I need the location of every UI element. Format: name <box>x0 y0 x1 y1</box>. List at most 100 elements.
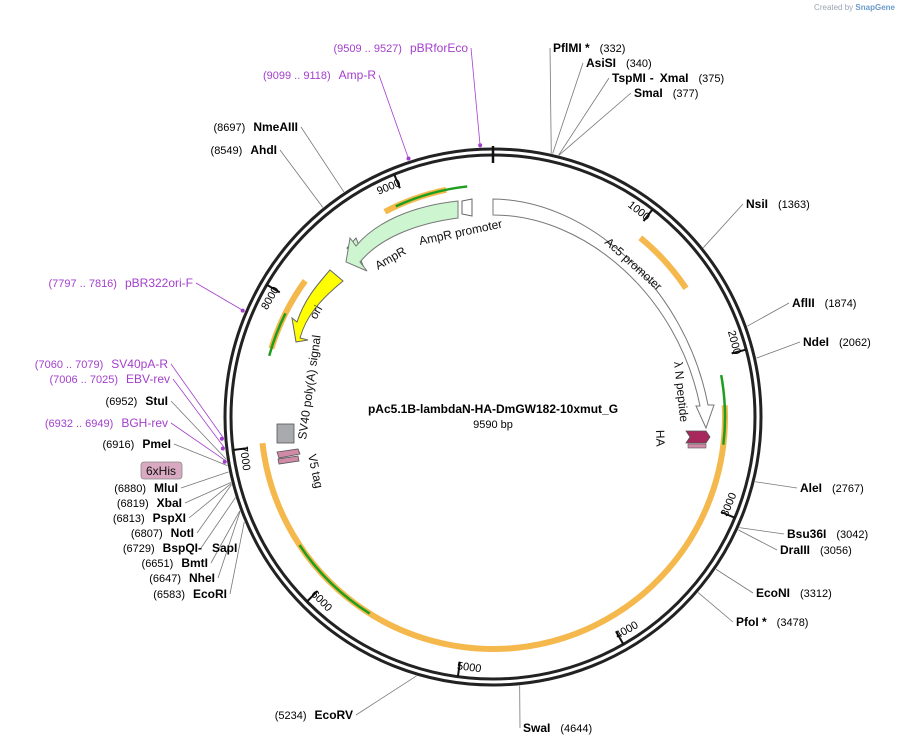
leader-nmeaiii <box>300 126 345 193</box>
enzyme-mlui: MluI(6880) <box>114 481 178 495</box>
enzyme-name-xbai: XbaI <box>157 496 182 510</box>
enzyme-name-nsii: NsiI <box>746 197 768 211</box>
primer-site-bghrev <box>222 459 227 464</box>
enzyme-ecorv: EcoRV(5234) <box>275 708 353 722</box>
enzyme-name-stui: StuI <box>145 394 168 408</box>
enzyme-name-ahdi: AhdI <box>250 143 277 157</box>
leader-pmei <box>173 443 228 467</box>
enzyme-smai: SmaI (377) <box>634 86 698 100</box>
leader-ahdi <box>279 149 324 208</box>
orf-inner-3 <box>268 312 287 357</box>
enzyme-bsu36i: Bsu36I(3042) <box>787 527 868 541</box>
enzyme-pos-noti: (6807) <box>131 528 163 540</box>
enzyme-name-noti: NotI <box>171 526 194 540</box>
enzyme-pos-ndei: (2062) <box>839 337 871 349</box>
ac5-promoter-label: Ac5 promoter <box>602 235 665 294</box>
leader-pbr322ori <box>195 282 245 312</box>
site-labels: PflMI *(332)AsiSI(340)TspMI-XmaI(375)Sma… <box>35 41 871 735</box>
ha-tag-small <box>687 443 707 449</box>
ac5-promoter-arrow <box>492 198 715 430</box>
leader-bsu36i <box>739 527 785 535</box>
enzyme-bspqi: BspQI-SapI(6729) <box>123 541 237 555</box>
enzyme-pos-smai: (377) <box>673 88 699 100</box>
enzyme-pspxi: PspXI(6813) <box>113 511 186 525</box>
orf-inner-1 <box>719 374 727 445</box>
leader-noti <box>196 484 232 534</box>
enzyme-name-econi: EcoNI <box>756 586 790 600</box>
enzyme-pos-nsii: (1363) <box>778 199 810 211</box>
enzyme-pflmi: PflMI *(332) <box>553 41 625 55</box>
enzyme-pos-pmei: (6916) <box>103 439 135 451</box>
enzyme-ecori: EcoRI (6583) <box>153 587 227 601</box>
credit-prefix: Created by <box>814 3 854 12</box>
enzyme-pos-tspmi: (375) <box>698 73 724 85</box>
tick-label-8000: 8000 <box>259 285 282 312</box>
leader-bspqi <box>200 497 236 549</box>
v5-tag-arrow <box>276 448 301 459</box>
enzyme-pos-bsu36i: (3042) <box>836 529 868 541</box>
enzyme-name-bspqi: BspQI <box>163 541 198 555</box>
ori-label: ori <box>306 303 325 322</box>
enzyme-name-bmti: BmtI <box>181 556 208 570</box>
leader-ecorv <box>355 675 417 716</box>
primer-name-sv40pa: SV40pA-R <box>111 357 168 371</box>
enzyme-name-pspxi: PspXI <box>153 511 186 525</box>
v5-tag-arrow2 <box>277 455 300 465</box>
primer-pos-ebvrev: (7006 .. 7025) <box>49 374 118 386</box>
tick-mark-1000 <box>642 208 654 222</box>
primer-name-bghrev: BGH-rev <box>121 416 168 430</box>
enzyme-pos-alei: (2767) <box>832 483 864 495</box>
leader-asisi <box>552 62 584 154</box>
snapgene-credit: Created by SnapGene <box>814 3 895 12</box>
enzyme-pos-ecori: (6583) <box>153 589 185 601</box>
primer-site-ampr_primer <box>406 156 411 161</box>
leader-pflmi <box>549 47 552 154</box>
leader-ebvrev <box>172 378 226 449</box>
enzyme-pos-ecorv: (5234) <box>275 710 307 722</box>
tick-mark-9000 <box>393 173 401 189</box>
leader-pfoi <box>697 592 734 623</box>
snapgene-logo: SnapGene <box>855 3 895 12</box>
leader-sv40pa <box>170 363 225 439</box>
enzyme-pos-bmti: (6651) <box>142 558 174 570</box>
enzyme-xbai: XbaI (6819) <box>117 496 182 510</box>
leader-ecori <box>229 521 245 595</box>
v5-label: V5 tag <box>305 453 326 490</box>
enzyme-aflii: AflII(1874) <box>792 296 856 310</box>
enzyme-tspmi: TspMI-XmaI(375) <box>612 71 724 85</box>
enzyme-pos-xbai: (6819) <box>117 498 149 510</box>
enzyme-pos-nhei: (6647) <box>149 573 181 585</box>
primer-name-ampr_primer: Amp-R <box>339 68 377 82</box>
ampr-arrow-body <box>345 200 459 272</box>
tick-label-4000: 4000 <box>613 619 640 642</box>
primer-pos-bghrev: (6932 .. 6949) <box>45 418 114 430</box>
leader-draiii <box>738 529 778 551</box>
sv40-polya-box <box>276 423 295 444</box>
enzyme-pos-draiii: (3056) <box>820 545 852 557</box>
leader-ndei <box>756 341 801 359</box>
enzyme-name-nhei: NheI <box>189 571 215 585</box>
leader-ampr_primer <box>378 74 410 161</box>
enzyme-name-pmei: PmeI <box>142 437 171 451</box>
enzyme-name-aflii: AflII <box>792 296 815 310</box>
leader-stui <box>170 400 227 460</box>
leader-tspmi <box>558 77 610 156</box>
enzyme-name2-bspqi: SapI <box>212 541 237 555</box>
enzyme-ahdi: AhdI(8549) <box>211 143 277 157</box>
primer-ebvrev: EBV-rev(7006 .. 7025) <box>49 372 170 386</box>
enzyme-name-mlui: MluI <box>154 481 178 495</box>
sv40-label: SV40 poly(A) signal <box>295 334 324 440</box>
leader-smai <box>558 92 632 156</box>
enzyme-draiii: DraIII(3056) <box>780 543 852 557</box>
enzyme-name-pfoi: PfoI * <box>736 615 767 629</box>
plasmid-size: 9590 bp <box>473 419 513 431</box>
enzyme-pfoi: PfoI *(3478) <box>736 615 808 629</box>
enzyme-nmeaiii: NmeAIII(8697) <box>214 120 298 134</box>
lambda-n-label: λ N peptide <box>671 361 691 423</box>
orf-inner-2 <box>298 544 371 615</box>
primer-site-pbr322ori <box>240 308 245 313</box>
enzyme-name-smai: SmaI <box>634 86 663 100</box>
leader-alei <box>755 481 798 489</box>
enzyme-name-ecori: EcoRI <box>193 587 227 601</box>
tick-label-1000: 1000 <box>625 199 652 223</box>
